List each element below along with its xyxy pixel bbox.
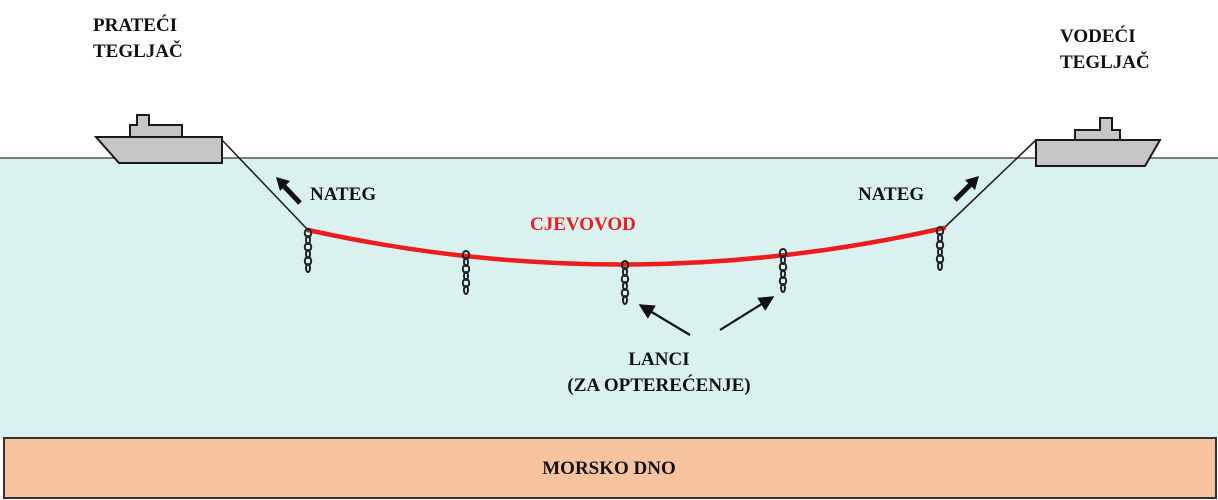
trailing-tug-icon — [93, 114, 223, 164]
chains-label-line1: LANCI — [628, 349, 690, 370]
chains-label: LANCI (ZA OPTEREĆENJE) — [559, 347, 759, 399]
tension-label-left: NATEG — [310, 184, 377, 205]
leading-tug-label-line2: TEGLJAČ — [1060, 52, 1150, 73]
tension-arrow-right-icon — [953, 176, 979, 202]
trailing-tug-label-line1: PRATEĆI — [93, 15, 178, 36]
tow-line-left — [221, 139, 309, 231]
pipeline-label: CJEVOVOD — [530, 214, 636, 235]
chains-layer — [303, 226, 945, 305]
chains-label-line2: (ZA OPTEREĆENJE) — [567, 375, 751, 396]
leading-tug-label-line1: VODEĆI — [1060, 26, 1136, 47]
chain-icon — [303, 228, 313, 273]
pipeline — [305, 225, 947, 267]
chain-icon — [461, 250, 471, 295]
chain-icon — [620, 260, 630, 305]
chain-pointer-arrow-left-icon — [638, 304, 691, 336]
tension-label-right: NATEG — [858, 184, 925, 205]
tension-arrow-left-icon — [276, 177, 302, 205]
chain-pointer-arrow-right-icon — [719, 296, 775, 331]
leading-tug-icon — [1035, 117, 1162, 167]
seabed-label: MORSKO DNO — [542, 458, 676, 479]
trailing-tug-label-line2: TEGLJAČ — [93, 41, 183, 62]
seabed — [3, 437, 1217, 499]
tow-line-right — [943, 139, 1037, 229]
sea-water — [0, 158, 1218, 438]
chain-icon — [935, 226, 945, 271]
trailing-tug-label: PRATEĆI TEGLJAČ — [93, 13, 183, 65]
chain-icon — [778, 248, 788, 293]
leading-tug-label: VODEĆI TEGLJAČ — [1060, 24, 1150, 76]
